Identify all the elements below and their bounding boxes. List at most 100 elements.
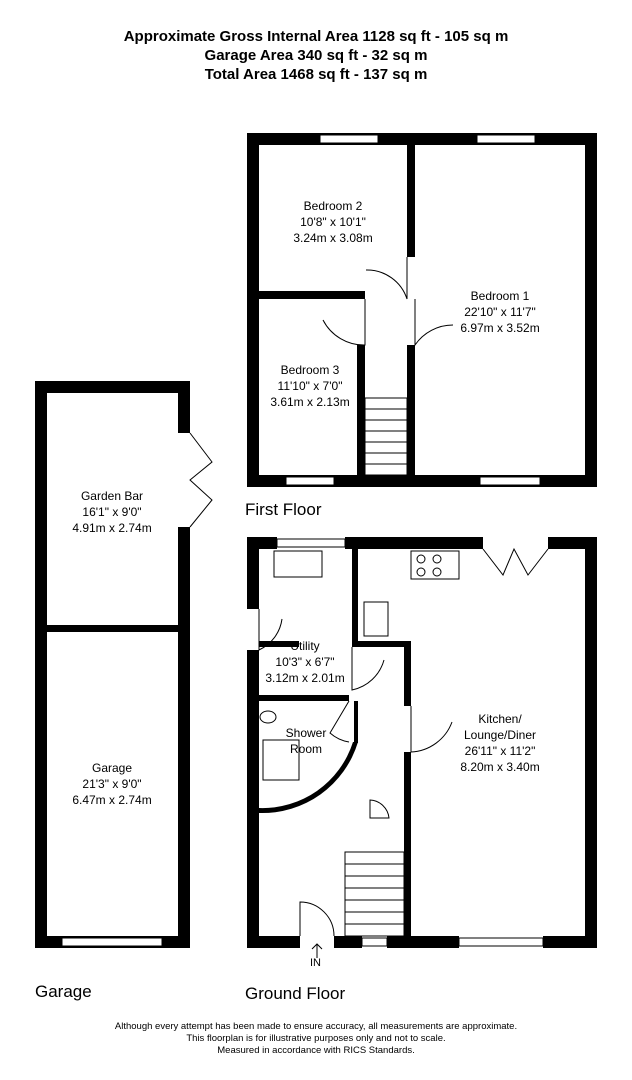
room-utility: Utility 10'3" x 6'7" 3.12m x 2.01m xyxy=(260,638,350,686)
kitchen-left-wall-lower xyxy=(404,752,411,936)
entrance-label: IN xyxy=(310,957,321,969)
ground-floor-label: Ground Floor xyxy=(245,984,346,1003)
ground-bottom-wall-b xyxy=(334,936,362,948)
ground-bottom-wall-d xyxy=(543,936,597,948)
room-metric: 8.20m x 3.40m xyxy=(460,760,540,774)
bedroom1-bottom-window xyxy=(479,476,541,486)
room-garage: Garage 21'3" x 9'0" 6.47m x 2.74m xyxy=(62,760,162,808)
room-metric: 6.47m x 2.74m xyxy=(72,793,152,807)
room-imperial: 16'1" x 9'0" xyxy=(82,505,142,519)
kitchen-window xyxy=(458,937,544,947)
room-metric: 6.97m x 3.52m xyxy=(460,321,540,335)
utility-sink xyxy=(273,550,323,578)
first-floor-plan xyxy=(247,133,597,487)
hall-window xyxy=(361,937,388,947)
toilet xyxy=(259,710,277,724)
ground-top-wall-right xyxy=(548,537,597,549)
utility-bottom-wall-right xyxy=(352,641,410,647)
front-door-swing xyxy=(299,901,335,937)
shower-door-swing xyxy=(329,700,350,743)
utility-right-wall xyxy=(352,549,358,641)
room-garden-bar: Garden Bar 16'1" x 9'0" 4.91m x 2.74m xyxy=(62,488,162,536)
header-line-1: Approximate Gross Internal Area 1128 sq … xyxy=(123,28,509,45)
shower-top-wall xyxy=(259,695,349,701)
kitchen-french-doors xyxy=(482,547,549,576)
room-metric: 3.24m x 3.08m xyxy=(293,231,373,245)
room-shower: Shower Room xyxy=(278,725,334,757)
garage-plan xyxy=(35,381,213,948)
garage-left-wall xyxy=(35,381,47,948)
disclaimer-line-1: Although every attempt has been made to … xyxy=(114,1021,518,1032)
ground-right-wall xyxy=(585,537,597,948)
room-metric: 4.91m x 2.74m xyxy=(72,521,152,535)
garage-right-wall-lower xyxy=(178,527,190,948)
entrance-arrow-icon xyxy=(311,943,323,958)
kitchen-door-swing xyxy=(410,706,453,753)
garage-floor-label: Garage xyxy=(35,982,92,1001)
first-floor-left-wall xyxy=(247,133,259,487)
first-floor-right-wall xyxy=(585,133,597,487)
garage-top-wall xyxy=(35,381,190,393)
header-line-2: Garage Area 340 sq ft - 32 sq m xyxy=(204,47,428,64)
room-imperial: 26'11" x 11'2" xyxy=(464,744,536,758)
hob-ring xyxy=(432,554,442,564)
garage-door-opening xyxy=(61,937,163,947)
bedroom3-right-wall xyxy=(357,345,365,475)
room-name: Garage xyxy=(91,761,133,775)
disclaimer-line-3: Measured in accordance with RICS Standar… xyxy=(217,1045,415,1056)
bedroom3-door-swing xyxy=(322,299,366,346)
utility-door-swing xyxy=(351,647,385,691)
ground-top-wall-mid xyxy=(345,537,483,549)
utility-bottom-wall-left xyxy=(259,641,299,647)
room-name: Garden Bar xyxy=(80,489,144,503)
room-name-2: Lounge/Diner xyxy=(463,728,537,742)
room-bedroom-3: Bedroom 3 11'10" x 7'0" 3.61m x 2.13m xyxy=(265,362,355,410)
first-floor-top-wall xyxy=(247,133,597,145)
room-name: Shower xyxy=(285,726,327,740)
garden-bar-french-doors xyxy=(189,432,213,528)
side-door-swing xyxy=(258,609,283,651)
garage-right-wall-upper xyxy=(178,381,190,433)
cupboard-door xyxy=(369,799,390,819)
shower-tray xyxy=(262,739,300,781)
first-floor-label: First Floor xyxy=(245,500,322,519)
room-metric: 3.61m x 2.13m xyxy=(270,395,350,409)
room-imperial: 21'3" x 9'0" xyxy=(82,777,142,791)
hob-ring xyxy=(432,567,442,577)
first-floor-stairs xyxy=(364,397,408,476)
ground-left-wall-lower xyxy=(247,650,259,948)
hob-ring xyxy=(416,567,426,577)
disclaimer-line-2: This floorplan is for illustrative purpo… xyxy=(186,1033,446,1044)
utility-window xyxy=(276,538,346,548)
bedroom2-door-swing xyxy=(365,257,408,300)
ground-bottom-wall-c xyxy=(387,936,459,948)
bedroom3-top-wall xyxy=(259,291,365,299)
room-imperial: 10'8" x 10'1" xyxy=(300,215,366,229)
bedroom-divider-wall xyxy=(407,145,415,257)
bedroom1-door-swing xyxy=(414,299,454,347)
bedroom3-window xyxy=(285,476,335,486)
room-metric: 3.12m x 2.01m xyxy=(265,671,345,685)
ground-left-wall-upper xyxy=(247,537,259,609)
kitchen-left-wall-upper xyxy=(404,641,411,706)
room-imperial: 11'10" x 7'0" xyxy=(277,379,343,393)
bedroom2-window xyxy=(319,134,379,144)
garden-bar-divider-wall xyxy=(47,625,178,632)
room-name: Bedroom 2 xyxy=(303,199,363,213)
room-bedroom-2: Bedroom 2 10'8" x 10'1" 3.24m x 3.08m xyxy=(283,198,383,246)
room-name: Bedroom 3 xyxy=(280,363,340,377)
ground-floor-plan xyxy=(247,537,597,958)
shower-curved-wall xyxy=(259,742,358,814)
bedroom1-landing-wall xyxy=(407,345,415,475)
room-name: Utility xyxy=(290,639,320,653)
hob-ring xyxy=(416,554,426,564)
kitchen-sink xyxy=(363,601,389,637)
ground-bottom-wall-a xyxy=(247,936,300,948)
bedroom1-top-window xyxy=(476,134,536,144)
room-name-2: Room xyxy=(289,742,322,756)
header-line-3: Total Area 1468 sq ft - 137 sq m xyxy=(204,66,428,83)
room-imperial: 10'3" x 6'7" xyxy=(275,655,335,669)
kitchen-hob xyxy=(410,550,460,580)
room-bedroom-1: Bedroom 1 22'10" x 11'7" 6.97m x 3.52m xyxy=(450,288,550,336)
